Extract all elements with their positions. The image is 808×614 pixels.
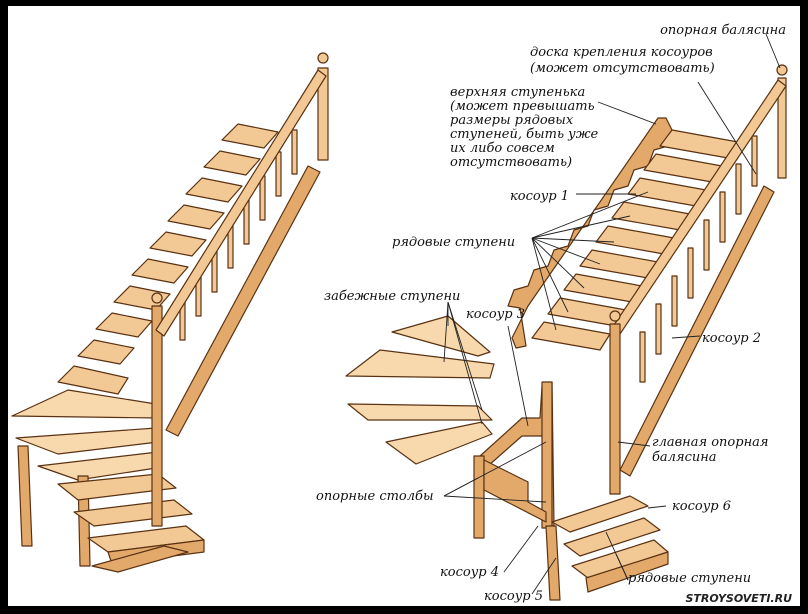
label-top-step-line6: отсутствовать) bbox=[450, 155, 572, 170]
label-stringer-3: косоур 3 bbox=[466, 307, 525, 322]
label-stringer-board-line2: (может отсутствовать) bbox=[530, 61, 715, 76]
assembled-top-post bbox=[317, 67, 329, 161]
winder-treads bbox=[345, 315, 495, 465]
assembled-top-post-cap bbox=[317, 52, 329, 64]
label-support-posts: опорные столбы bbox=[316, 489, 434, 504]
assembled-main-post bbox=[151, 305, 163, 527]
main-support-baluster bbox=[609, 323, 621, 495]
assembled-handrail bbox=[155, 69, 327, 337]
label-winder-steps: забежные ступени bbox=[324, 289, 460, 304]
top-support-baluster bbox=[777, 77, 787, 179]
diagram-panel: опорная балясина доска крепления косоуро… bbox=[8, 6, 800, 606]
top-support-baluster-cap bbox=[776, 64, 788, 76]
label-top-step-line1: верхняя ступенька bbox=[450, 85, 585, 100]
label-top-step-line4: ступеней, быть уже bbox=[450, 127, 598, 142]
exploded-regular-treads bbox=[531, 129, 739, 351]
assembled-staircase bbox=[11, 52, 329, 573]
stringer-1 bbox=[507, 117, 673, 349]
stringer-4 bbox=[483, 459, 547, 523]
watermark: STROYSOVETI.RU bbox=[686, 592, 793, 605]
exploded-staircase bbox=[345, 64, 788, 601]
label-stringer-5: косоур 5 bbox=[484, 589, 543, 604]
support-post-tall bbox=[541, 381, 553, 529]
label-main-baluster-line1: главная опорная bbox=[652, 435, 769, 450]
leader-lines bbox=[443, 33, 781, 595]
label-stringer-board-line1: доска крепления косоуров bbox=[530, 45, 713, 60]
label-stringer-4: косоур 4 bbox=[440, 565, 499, 580]
assembled-winder-treads bbox=[11, 389, 159, 481]
label-top-step-line3: размеры рядовых bbox=[450, 113, 574, 128]
assembled-main-post-cap bbox=[151, 292, 163, 304]
main-support-baluster-cap bbox=[609, 310, 621, 322]
label-top-step-line2: (может превышать bbox=[450, 99, 595, 114]
label-stringer-6: косоур 6 bbox=[672, 499, 731, 514]
staircase-diagram: опорная балясина доска крепления косоуро… bbox=[11, 23, 792, 605]
labels: опорная балясина доска крепления косоуро… bbox=[316, 23, 792, 605]
assembled-stringer bbox=[165, 165, 321, 437]
assembled-upper-treads bbox=[57, 123, 279, 395]
label-stringer-2: косоур 2 bbox=[702, 331, 761, 346]
label-stringer-1: косоур 1 bbox=[510, 189, 569, 204]
label-main-baluster-line2: балясина bbox=[652, 450, 717, 465]
label-regular-steps-bottom: рядовые ступени bbox=[628, 571, 751, 586]
label-support-baluster: опорная балясина bbox=[660, 23, 786, 38]
support-post-short bbox=[473, 455, 485, 539]
stringer-2 bbox=[619, 185, 775, 477]
label-regular-steps-top: рядовые ступени bbox=[392, 235, 515, 250]
label-top-step-line5: их либо совсем bbox=[450, 141, 555, 156]
exploded-balusters bbox=[639, 135, 758, 383]
